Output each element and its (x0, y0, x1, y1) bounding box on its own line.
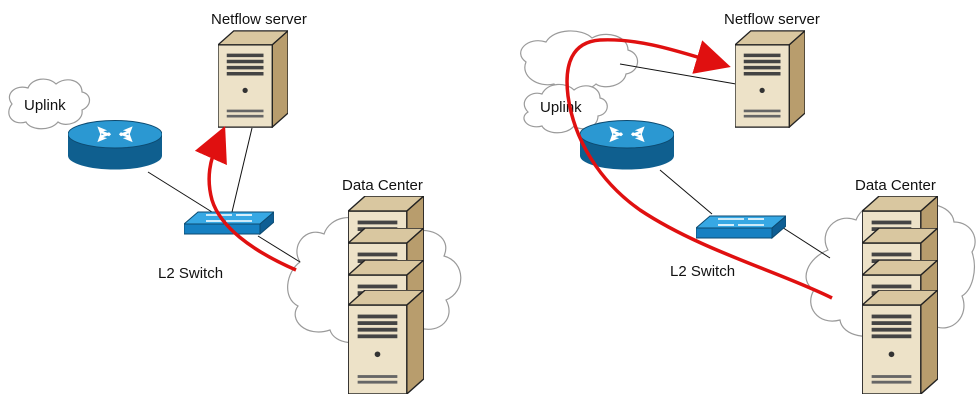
datacenter-label: Data Center (342, 177, 423, 194)
left-diagram: Uplink Netflow server L2 Switch Data Cen… (8, 11, 462, 394)
flow-arrow (194, 126, 297, 272)
flow-arrow (565, 38, 833, 300)
uplink-label: Uplink (24, 97, 66, 114)
right-diagram: Uplink Netflow server L2 Switch Data Cen… (520, 11, 976, 394)
uplink-label: Uplink (540, 99, 582, 116)
l2-switch-label: L2 Switch (158, 265, 223, 282)
datacenter-server-icon (862, 290, 938, 394)
uplink-router-icon (68, 120, 162, 170)
datacenter-servers (348, 196, 424, 394)
l2-switch-label: L2 Switch (670, 263, 735, 280)
netflow-server-icon (218, 30, 288, 128)
datacenter-server-icon (348, 290, 424, 394)
l2-switch-icon (184, 211, 274, 235)
link-router-switch (147, 171, 213, 213)
link-switch-netflow (231, 127, 253, 213)
datacenter-label: Data Center (855, 177, 936, 194)
l2-switch-icon (696, 215, 786, 239)
uplink-cloud (8, 78, 91, 130)
datacenter-servers (862, 196, 938, 394)
link-router-switch (659, 169, 713, 215)
netflow-server-label: Netflow server (724, 11, 820, 28)
netflow-server-label: Netflow server (211, 11, 307, 28)
link-cloud-netflow (619, 63, 737, 85)
link-switch-datacenter (257, 235, 301, 263)
netflow-server-icon (735, 30, 805, 128)
uplink-cloud (523, 83, 608, 134)
